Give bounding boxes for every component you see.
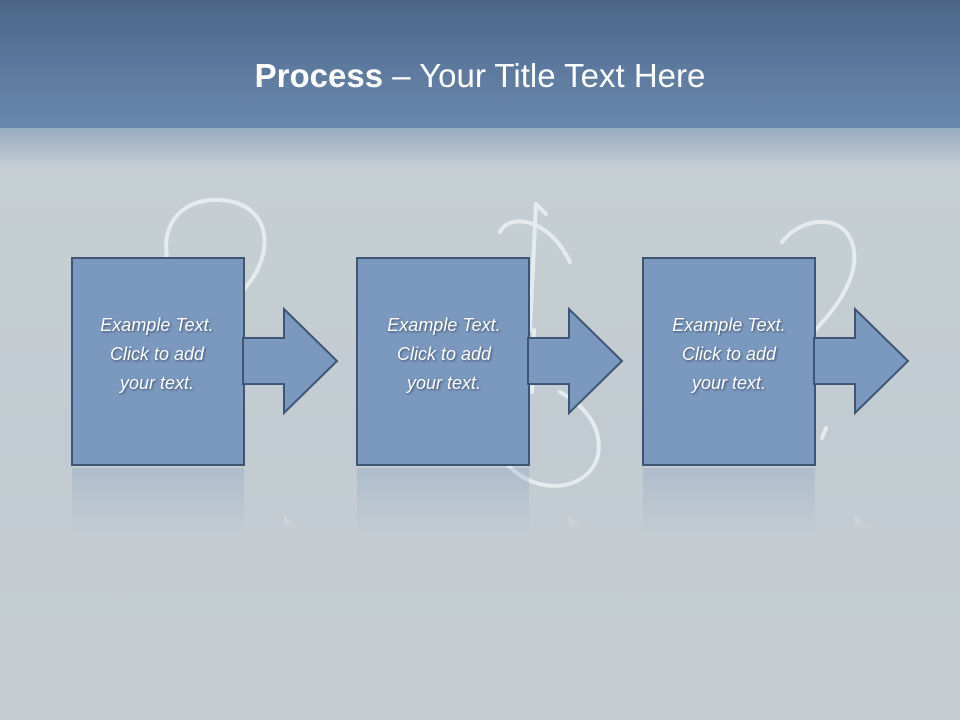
process-step-3 bbox=[642, 257, 910, 466]
step-2-line-3: your text. bbox=[406, 373, 482, 393]
title-rest: Your Title Text Here bbox=[419, 57, 706, 94]
step-2-arrow bbox=[527, 306, 624, 416]
step-2-line-2: Click to add bbox=[396, 344, 492, 364]
title-bar-fade bbox=[0, 128, 960, 168]
reflection-box-3 bbox=[643, 468, 815, 538]
step-3-line-3: your text. bbox=[691, 373, 767, 393]
title-bold: Process bbox=[254, 57, 384, 94]
chalk-dot-right bbox=[820, 426, 828, 440]
reflection-box-2 bbox=[357, 468, 529, 538]
reflection-arrow-2 bbox=[569, 516, 585, 530]
process-step-1 bbox=[71, 257, 339, 466]
step-3-box bbox=[642, 257, 816, 466]
reflection-arrow-1 bbox=[284, 516, 300, 530]
step-2-line-1: Example Text. bbox=[387, 315, 501, 335]
chalk-dollar-sign-middle bbox=[498, 202, 601, 488]
title-separator: – bbox=[383, 57, 420, 94]
slide-title[interactable]: Process – Your Title Text Here bbox=[0, 54, 960, 98]
step-1-line-3: your text. bbox=[119, 373, 195, 393]
reflections bbox=[72, 468, 871, 538]
title-bar bbox=[0, 0, 960, 128]
step-3-text[interactable]: Example Text. Click to add your text. bbox=[644, 311, 814, 398]
step-1-text[interactable]: Example Text. Click to add your text. bbox=[72, 311, 242, 398]
process-step-2 bbox=[356, 257, 624, 466]
step-1-arrow bbox=[242, 306, 339, 416]
step-1-line-2: Click to add bbox=[109, 344, 205, 364]
step-2-text[interactable]: Example Text. Click to add your text. bbox=[359, 311, 529, 398]
step-1-line-1: Example Text. bbox=[100, 315, 214, 335]
step-1-box bbox=[71, 257, 245, 466]
step-3-line-2: Click to add bbox=[681, 344, 777, 364]
step-3-line-1: Example Text. bbox=[672, 315, 786, 335]
step-2-box bbox=[356, 257, 530, 466]
reflection-arrow-3 bbox=[855, 516, 871, 530]
reflection-box-1 bbox=[72, 468, 244, 538]
step-3-arrow bbox=[813, 306, 910, 416]
